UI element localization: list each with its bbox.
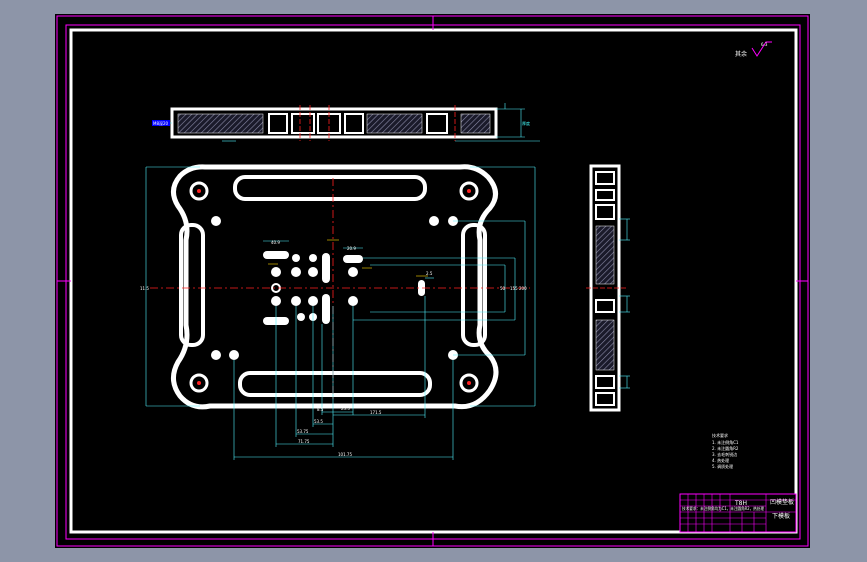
svg-text:53.5: 53.5 xyxy=(314,419,323,424)
roughness-symbol: 其余 6.3 xyxy=(735,41,772,58)
svg-text:3. 去毛刺锐边: 3. 去毛刺锐边 xyxy=(712,451,737,457)
svg-text:6.3: 6.3 xyxy=(761,42,768,47)
svg-text:其余: 其余 xyxy=(735,50,747,58)
technical-notes: 技术要求 1. 未注倒角C1 2. 未注圆角R2 3. 去毛刺锐边 4. 热处理… xyxy=(712,432,739,469)
svg-text:凹模垫板: 凹模垫板 xyxy=(770,498,794,506)
svg-text:8.5: 8.5 xyxy=(317,407,324,412)
svg-text:155: 155 xyxy=(510,286,518,291)
svg-text:技术要求: 技术要求 xyxy=(712,432,728,438)
svg-text:200: 200 xyxy=(519,286,527,291)
svg-text:20.9: 20.9 xyxy=(347,246,356,251)
svg-text:50: 50 xyxy=(500,286,506,291)
svg-text:40.9: 40.9 xyxy=(271,240,280,245)
svg-text:技术要求：未注倒角均为C1，未注圆角R2，热处理: 技术要求：未注倒角均为C1，未注圆角R2，热处理 xyxy=(682,505,764,511)
title-block: T8H 凹模垫板 下模板 技术要求：未注倒角均为C1，未注圆角R2，热处理 xyxy=(679,493,797,533)
svg-text:5. 调质处理: 5. 调质处理 xyxy=(712,463,733,469)
main-plan-view: 40.9 20.9 2.5 8.5 23.5 171.5 53.5 53.75 … xyxy=(140,164,536,460)
svg-text:4. 热处理: 4. 热处理 xyxy=(712,457,729,463)
svg-text:23.5: 23.5 xyxy=(341,406,350,411)
svg-text:71.75: 71.75 xyxy=(298,439,310,444)
svg-text:2.5: 2.5 xyxy=(426,271,433,276)
top-section-view: M8深20 厚度 xyxy=(152,103,540,142)
svg-text:171.5: 171.5 xyxy=(370,410,382,415)
svg-text:1. 未注倒角C1: 1. 未注倒角C1 xyxy=(712,439,739,445)
svg-text:T8H: T8H xyxy=(734,500,747,507)
svg-text:53.75: 53.75 xyxy=(297,429,309,434)
side-section-view xyxy=(586,164,630,412)
svg-text:M8深20: M8深20 xyxy=(153,120,169,126)
svg-text:厚度: 厚度 xyxy=(522,120,530,126)
svg-text:2. 未注圆角R2: 2. 未注圆角R2 xyxy=(712,445,739,451)
svg-text:下模板: 下模板 xyxy=(772,512,790,520)
svg-text:101.75: 101.75 xyxy=(338,452,352,457)
drawing-sheet xyxy=(55,14,810,548)
svg-text:11.5: 11.5 xyxy=(140,286,149,291)
